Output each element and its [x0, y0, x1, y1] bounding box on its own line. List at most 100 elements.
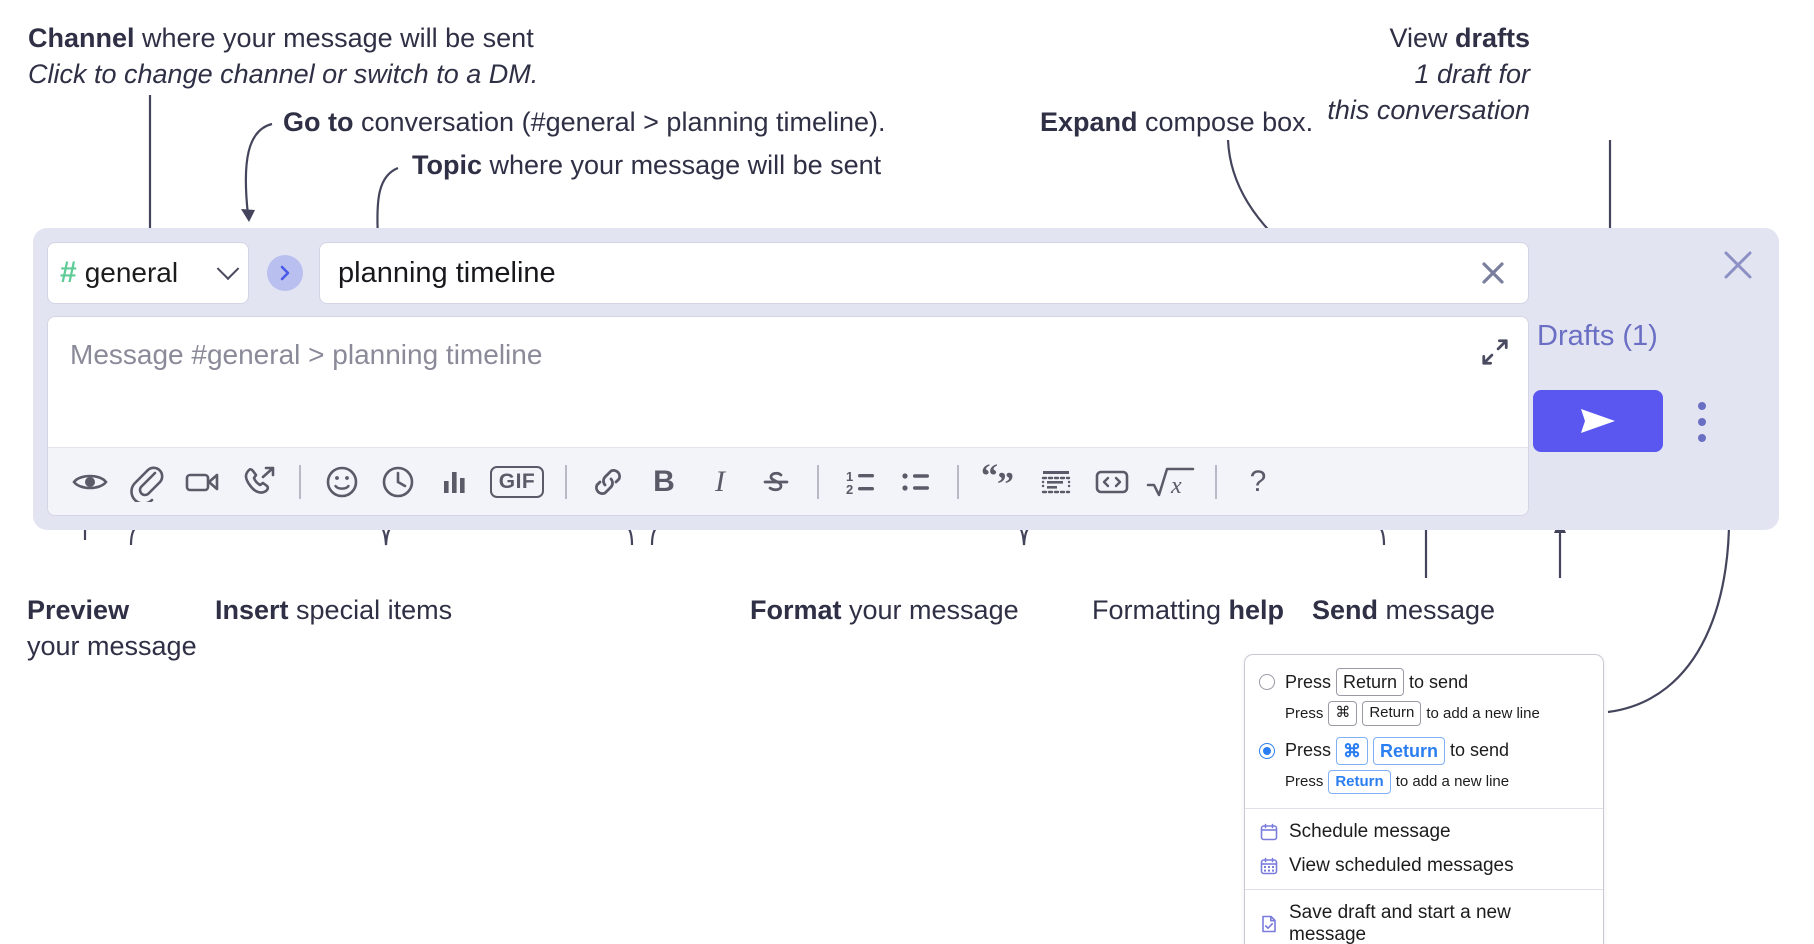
annotation-format-bold: Format: [750, 595, 842, 625]
hash-icon: #: [60, 256, 77, 289]
radio-return-to-send[interactable]: [1259, 674, 1275, 691]
toolbar-divider: [299, 464, 301, 499]
option1-press: Press: [1285, 671, 1332, 692]
compose-header-row: # general planning timeline: [47, 242, 1529, 304]
blockquote-icon[interactable]: “ ”: [972, 454, 1028, 510]
topic-field[interactable]: planning timeline: [319, 242, 1529, 304]
annotation-send-rest: message: [1378, 595, 1496, 625]
annotation-drafts: View drafts 1 draft for this conversatio…: [1200, 20, 1530, 128]
drafts-link[interactable]: Drafts (1): [1537, 320, 1658, 352]
math-icon[interactable]: x: [1140, 454, 1202, 510]
toolbar-divider: [565, 464, 567, 499]
ordered-list-icon[interactable]: 1 2: [832, 454, 888, 510]
annotation-help-rest: Formatting: [1092, 595, 1229, 625]
gif-label: GIF: [489, 465, 545, 498]
topic-value: planning timeline: [338, 256, 556, 289]
preview-message-icon[interactable]: [62, 454, 118, 510]
option2-key-cmd: ⌘: [1336, 736, 1369, 765]
menu-item-schedule-message[interactable]: Schedule message: [1245, 815, 1603, 849]
bold-icon[interactable]: B: [636, 454, 692, 510]
toolbar-divider: [1215, 464, 1217, 499]
annotation-drafts-italic2: this conversation: [1327, 95, 1530, 125]
annotation-preview-bold: Preview: [27, 595, 130, 625]
formatting-toolbar: GIF B I: [48, 447, 1528, 515]
annotation-topic-bold: Topic: [412, 150, 482, 180]
compose-options-kebab-icon[interactable]: [1685, 396, 1719, 448]
svg-text:2: 2: [846, 482, 853, 497]
expand-icon[interactable]: [1480, 337, 1510, 367]
link-icon[interactable]: [580, 454, 636, 510]
annotation-drafts-bold: drafts: [1454, 23, 1530, 53]
menu-option-return-to-send[interactable]: Press Return to send: [1245, 665, 1603, 699]
toolbar-divider: [817, 464, 819, 499]
annotation-preview: Preview your message: [27, 592, 197, 664]
annotation-channel: Channel where your message will be sent …: [28, 20, 538, 92]
schedule-clock-icon[interactable]: [370, 454, 426, 510]
emoji-icon[interactable]: [314, 454, 370, 510]
record-video-clip-icon[interactable]: [174, 454, 230, 510]
radio-cmd-return-to-send[interactable]: [1259, 742, 1275, 759]
compose-fields: # general planning timeline M: [47, 242, 1529, 516]
option1-key-return: Return: [1336, 668, 1405, 697]
annotation-topic-rest: where your message will be sent: [482, 150, 882, 180]
bold-label: B: [653, 464, 675, 498]
send-button[interactable]: [1533, 390, 1663, 452]
save-draft-icon: [1262, 915, 1276, 933]
annotation-insert-rest: special items: [288, 595, 453, 625]
menu-item-save-draft[interactable]: Save draft and start a new message: [1245, 896, 1603, 944]
channel-name-label: general: [84, 257, 179, 288]
annotation-preview-rest: your message: [27, 631, 197, 661]
annotation-insert-bold: Insert: [215, 595, 289, 625]
option1-sub-suffix: to add a new line: [1426, 704, 1540, 722]
menu-option-cmd-return-sub: Press Return to add a new line: [1245, 768, 1603, 802]
inline-code-icon[interactable]: [1084, 454, 1140, 510]
annotation-expand-rest: compose box.: [1137, 107, 1314, 137]
channel-selector[interactable]: # general: [47, 242, 249, 304]
annotation-channel-italic: Click to change channel or switch to a D…: [28, 59, 539, 89]
send-paper-plane-icon: [1581, 409, 1615, 433]
compose-options-menu: Press Return to send Press ⌘ Return to a…: [1244, 654, 1604, 944]
menu-divider: [1245, 808, 1603, 810]
menu-option-cmd-return-to-send[interactable]: Press ⌘ Return to send: [1245, 734, 1603, 768]
option2-sub-key-return: Return: [1328, 769, 1391, 795]
bulleted-list-icon[interactable]: [888, 454, 944, 510]
calendar-grid-icon: [1260, 857, 1278, 875]
goto-conversation-button[interactable]: [267, 255, 303, 291]
menu-item-schedule-message-label: Schedule message: [1289, 821, 1451, 843]
message-input-area[interactable]: Message #general > planning timeline: [47, 316, 1529, 516]
option2-suffix: to send: [1450, 740, 1510, 761]
option1-sub-press: Press: [1285, 704, 1324, 722]
annotation-format-rest: your message: [841, 595, 1019, 625]
annotation-goto-rest: conversation (#general > planning timeli…: [353, 107, 886, 137]
menu-item-view-scheduled-messages-label: View scheduled messages: [1289, 855, 1514, 877]
gif-icon[interactable]: GIF: [482, 454, 552, 510]
annotation-send-bold: Send: [1312, 595, 1379, 625]
toolbar-divider: [957, 464, 959, 499]
svg-text:”: ”: [997, 466, 1014, 502]
annotation-goto: Go to conversation (#general > planning …: [283, 104, 886, 140]
formatting-help-icon[interactable]: ?: [1230, 454, 1286, 510]
annotation-channel-rest: where your message will be sent: [134, 23, 534, 53]
menu-divider: [1245, 889, 1603, 891]
annotation-drafts-prefix: View: [1389, 23, 1455, 53]
strikethrough-icon[interactable]: [748, 454, 804, 510]
annotation-expand-bold: Expand: [1040, 107, 1138, 137]
record-audio-clip-icon[interactable]: [230, 454, 286, 510]
menu-item-save-draft-label: Save draft and start a new message: [1289, 902, 1511, 944]
attach-file-icon[interactable]: [118, 454, 174, 510]
annotation-help-bold: help: [1228, 595, 1285, 625]
clear-topic-icon[interactable]: [1476, 256, 1510, 290]
code-block-icon[interactable]: [1028, 454, 1084, 510]
italic-icon[interactable]: I: [692, 454, 748, 510]
poll-bar-chart-icon[interactable]: [426, 454, 482, 510]
annotation-channel-bold: Channel: [28, 23, 135, 53]
chevron-right-icon: [280, 265, 290, 281]
annotation-insert: Insert special items: [215, 592, 452, 628]
message-placeholder: Message #general > planning timeline: [70, 339, 543, 370]
menu-option-return-sub: Press ⌘ Return to add a new line: [1245, 699, 1603, 733]
calendar-schedule-icon: [1260, 823, 1278, 841]
menu-item-view-scheduled-messages[interactable]: View scheduled messages: [1245, 849, 1603, 883]
option1-sub-key-cmd: ⌘: [1328, 701, 1358, 726]
italic-label: I: [715, 464, 725, 498]
close-icon[interactable]: [1721, 248, 1755, 282]
